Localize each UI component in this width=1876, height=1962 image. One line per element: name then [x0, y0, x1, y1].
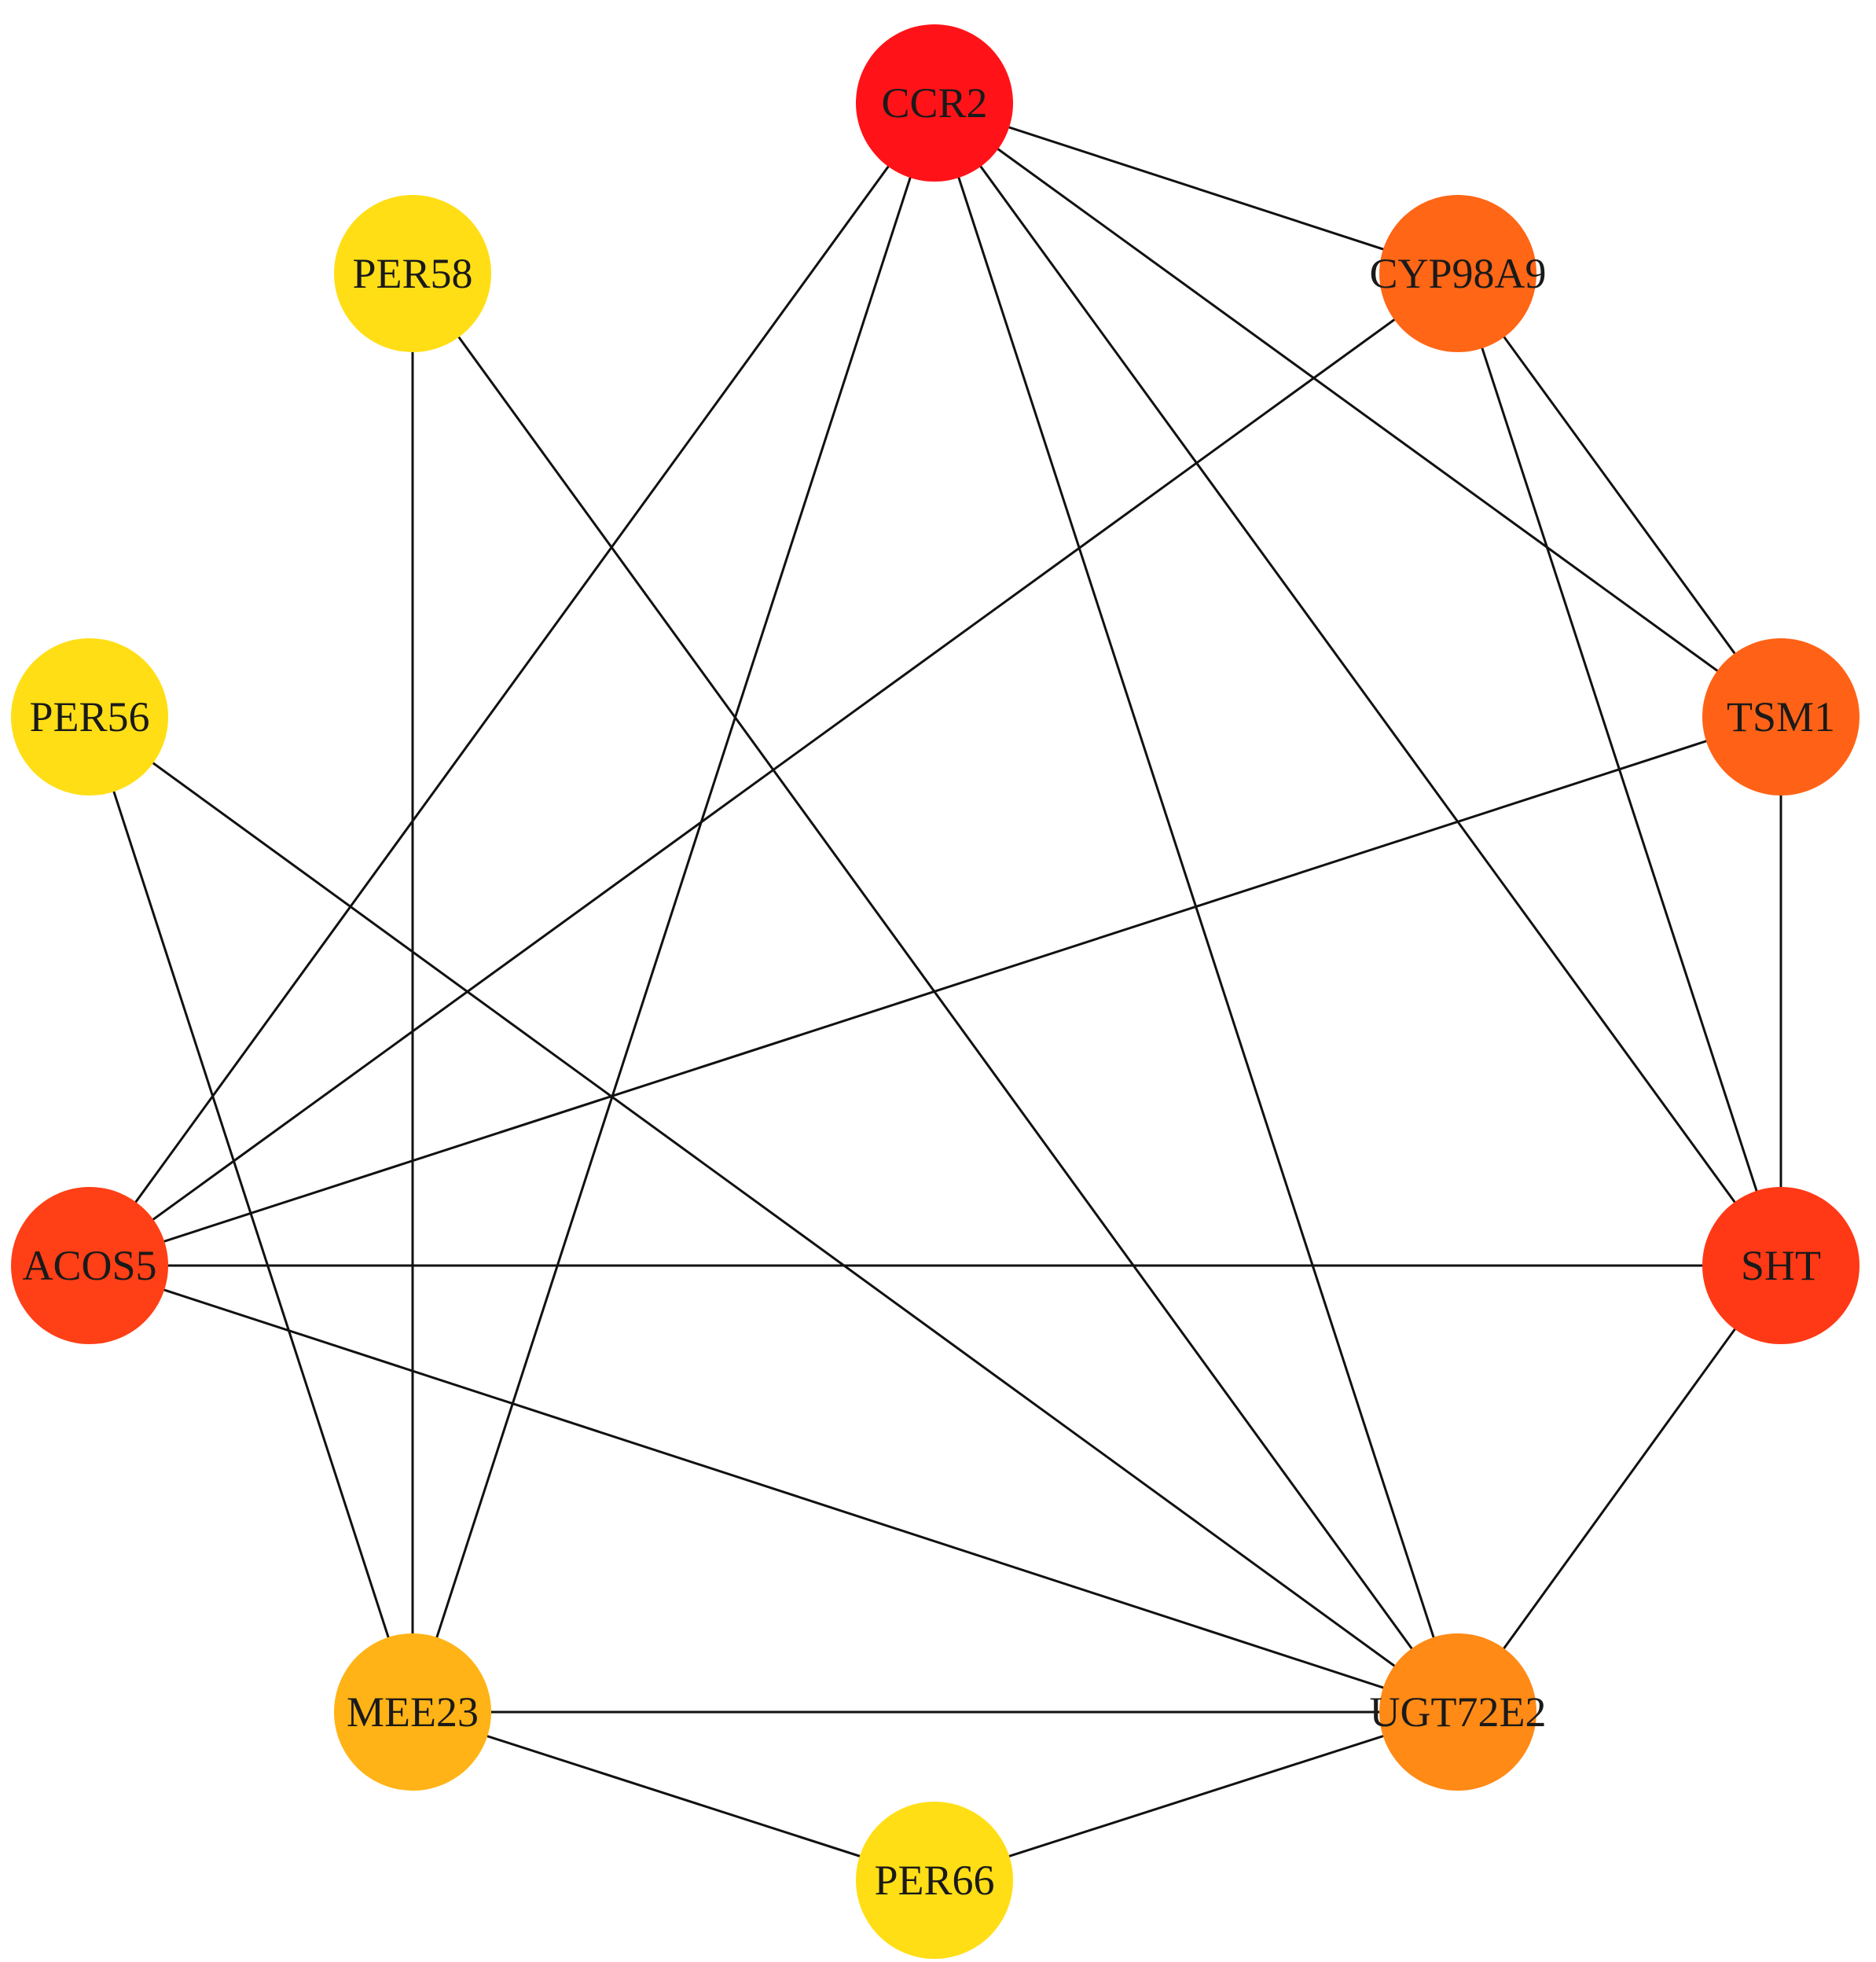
node-circle	[1702, 1187, 1859, 1344]
node-label: UGT72E2	[1370, 1688, 1547, 1736]
node-per58[interactable]: PER58	[334, 195, 491, 352]
edge-ccr2-acos5	[88, 102, 936, 1266]
node-acos5[interactable]: ACOS5	[11, 1187, 168, 1344]
node-label: PER66	[874, 1857, 994, 1904]
node-circle	[11, 638, 168, 795]
node-tsm1[interactable]: TSM1	[1702, 638, 1859, 795]
node-per56[interactable]: PER56	[11, 638, 168, 795]
node-label: SHT	[1741, 1242, 1821, 1289]
edge-ugt72e2-per66	[934, 1710, 1459, 1882]
node-circle	[334, 1633, 491, 1791]
node-sht[interactable]: SHT	[1702, 1187, 1859, 1344]
edge-ugt72e2-per56	[89, 715, 1459, 1714]
edge-ccr2-sht	[933, 102, 1782, 1266]
node-label: CYP98A9	[1369, 250, 1546, 297]
node-circle	[11, 1187, 168, 1344]
node-cyp98a9[interactable]: CYP98A9	[1369, 195, 1547, 352]
node-circle	[1379, 195, 1536, 352]
node-label: TSM1	[1727, 693, 1835, 740]
edge-cyp98a9-tsm1	[1456, 273, 1782, 718]
edge-ccr2-cyp98a9	[934, 101, 1459, 275]
edge-ugt72e2-acos5	[89, 1264, 1459, 1714]
node-label: ACOS5	[22, 1242, 156, 1289]
node-mee23[interactable]: MEE23	[334, 1633, 491, 1791]
edge-per66-mee23	[412, 1710, 935, 1882]
node-per66[interactable]: PER66	[856, 1802, 1013, 1959]
node-label: PER58	[352, 250, 472, 297]
node-circle	[334, 195, 491, 352]
node-label: PER56	[29, 693, 149, 740]
edge-ccr2-tsm1	[934, 101, 1782, 718]
node-circle	[1379, 1633, 1536, 1791]
edges-layer	[88, 101, 1782, 1882]
edge-mee23-per56	[88, 716, 414, 1713]
node-circle	[856, 1802, 1013, 1959]
node-label: CCR2	[881, 79, 987, 127]
node-label: MEE23	[347, 1688, 479, 1736]
node-ccr2[interactable]: CCR2	[856, 24, 1013, 182]
node-circle	[1702, 638, 1859, 795]
edge-ugt72e2-per58	[411, 273, 1459, 1713]
edge-sht-ugt72e2	[1456, 1265, 1782, 1713]
node-ugt72e2[interactable]: UGT72E2	[1370, 1633, 1547, 1791]
edge-ccr2-mee23	[411, 102, 936, 1713]
node-circle	[856, 24, 1013, 182]
